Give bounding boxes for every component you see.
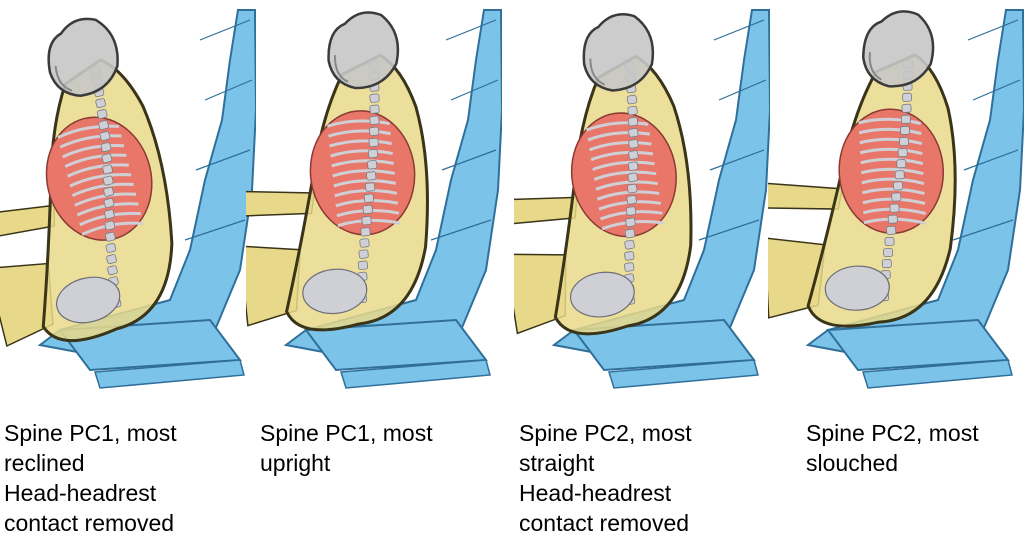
caption-line: Spine PC2, most [806,420,979,446]
panel-caption: Spine PC2, most straight Head-headrest c… [519,418,692,538]
seat-frame [551,9,770,389]
seated-body-model-figure [768,0,1024,395]
seated-body-model-figure [0,0,256,395]
panel-caption: Spine PC1, most reclined Head-headrest c… [4,418,177,538]
seat-frame [283,9,502,389]
caption-line: Spine PC1, most [4,420,177,446]
caption-line: Head-headrest [519,480,672,506]
body-model [514,13,693,336]
panel-spine-pc1-reclined: Spine PC1, most reclined Head-headrest c… [0,0,256,536]
seated-body-model-figure [514,0,770,395]
panel-spine-pc2-slouched: Spine PC2, most slouched [768,0,1024,534]
panel-caption: Spine PC1, most upright [260,418,433,478]
caption-line: Head-headrest [4,480,157,506]
body-model [768,10,957,328]
caption-line: straight [519,450,595,476]
caption-line: upright [260,450,331,476]
panel-caption: Spine PC2, most slouched [806,418,979,478]
caption-line: reclined [4,450,85,476]
panel-spine-pc2-straight: Spine PC2, most straight Head-headrest c… [514,0,770,536]
seated-body-model-figure [246,0,502,395]
caption-line: contact removed [4,510,175,536]
body-model [0,17,174,348]
caption-line: slouched [806,450,899,476]
caption-line: Spine PC2, most [519,420,692,446]
body-model [246,11,429,332]
seat-frame [805,9,1024,389]
caption-line: contact removed [519,510,690,536]
caption-line: Spine PC1, most [260,420,433,446]
panel-spine-pc1-upright: Spine PC1, most upright [246,0,502,534]
